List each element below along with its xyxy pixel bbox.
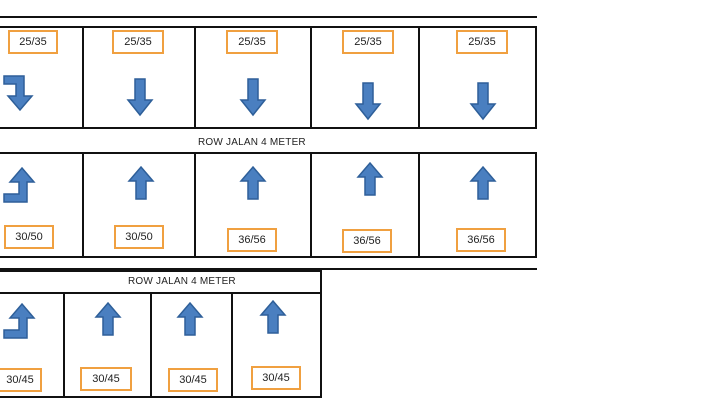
up-arrow-icon [469, 165, 497, 200]
plot-size-tag: 25/35 [226, 30, 278, 54]
turn-up-icon [3, 166, 36, 203]
plot-size-tag: 36/56 [342, 229, 392, 253]
top-plot-5 [418, 26, 537, 129]
turn-down-icon [3, 75, 34, 112]
plot-size-tag: 25/35 [8, 30, 58, 54]
plot-size-tag: 25/35 [342, 30, 394, 54]
plot-size-tag: 36/56 [456, 228, 506, 252]
up-arrow-icon [239, 165, 267, 200]
road-boundary-line [0, 268, 537, 270]
up-arrow-icon [94, 301, 122, 336]
up-arrow-icon [127, 165, 155, 200]
bottom-plot-4 [231, 292, 322, 398]
plot-size-tag: 30/45 [0, 368, 42, 392]
plot-size-tag: 25/35 [456, 30, 508, 54]
plot-size-tag: 25/35 [112, 30, 164, 54]
road-label: ROW JALAN 4 METER [128, 276, 236, 287]
down-arrow-icon [239, 78, 267, 117]
down-arrow-icon [126, 78, 154, 117]
up-arrow-icon [356, 161, 384, 196]
down-arrow-icon [354, 82, 382, 121]
up-arrow-icon [176, 301, 204, 336]
plot-size-tag: 30/45 [80, 367, 132, 391]
plot-size-tag: 30/50 [4, 225, 54, 249]
plot-size-tag: 36/56 [227, 228, 277, 252]
road-label: ROW JALAN 4 METER [198, 137, 306, 148]
plot-size-tag: 30/50 [114, 225, 164, 249]
middle-plot-5 [418, 152, 537, 258]
plot-size-tag: 30/45 [251, 366, 301, 390]
up-arrow-icon [259, 299, 287, 334]
plot-size-tag: 30/45 [168, 368, 218, 392]
turn-up-icon [3, 302, 36, 339]
down-arrow-icon [469, 82, 497, 121]
top-boundary-line [0, 16, 537, 18]
